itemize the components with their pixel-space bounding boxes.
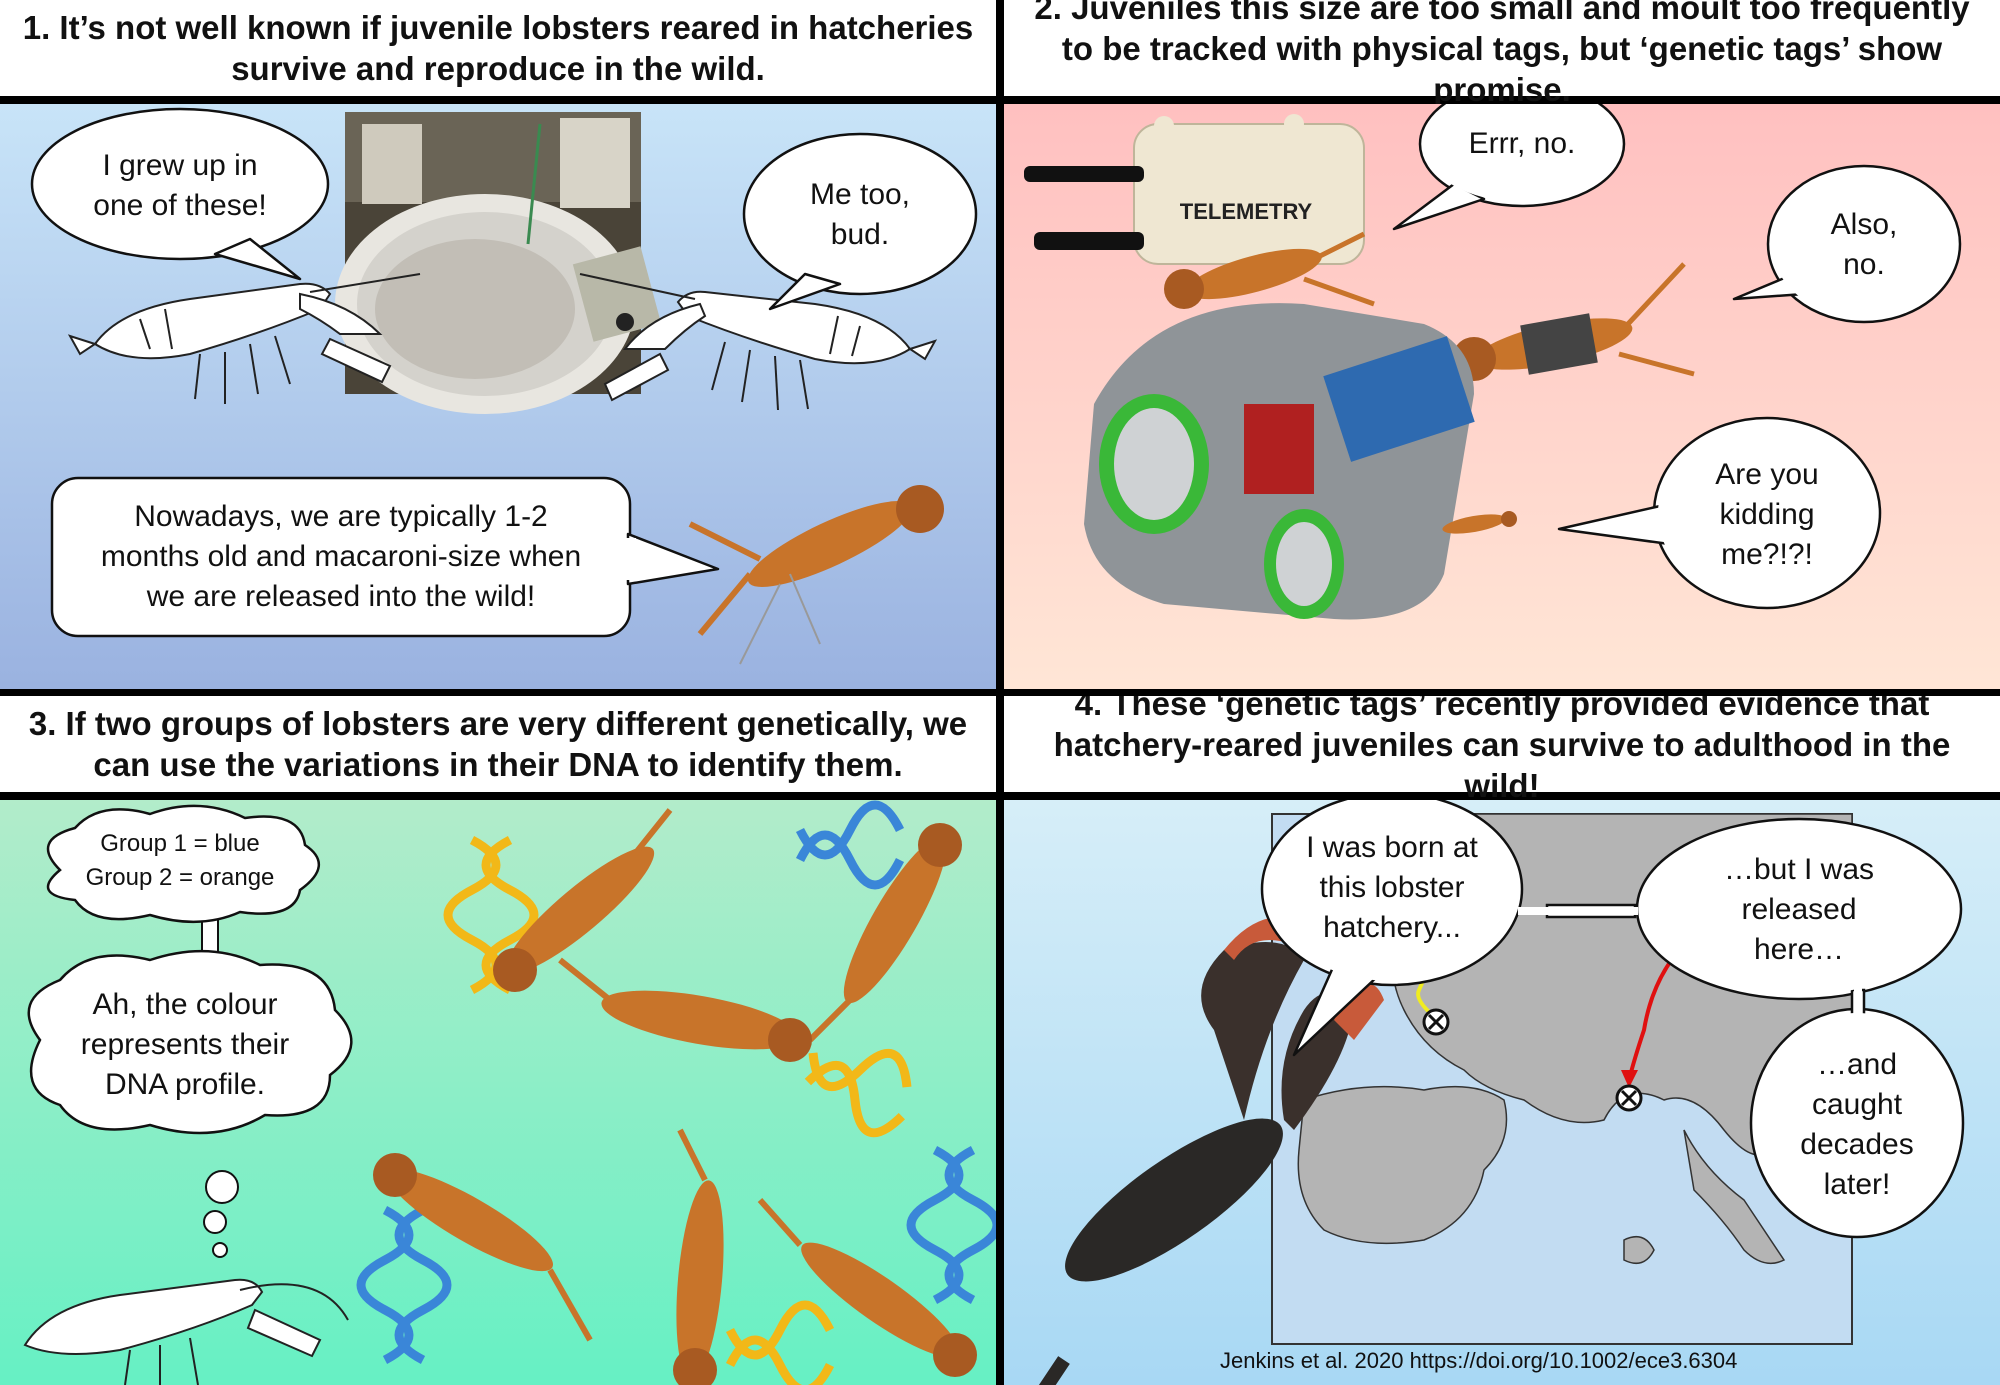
speech-text-also-no: Also, no. [1830,208,1898,281]
thought-cloud-2 [27,949,353,1135]
juvenile-lobster-1 [1164,231,1375,309]
panel-3-art [23,800,996,1385]
panel-1-scene: I grew up in one of these! Me too, bud. … [0,104,996,689]
panel-4-title: 4. These ‘genetic tags’ recently provide… [1004,696,2000,804]
lobster-sketch-right [579,273,938,411]
x-marker-hatchery [1422,1008,1450,1036]
lobster-sketch [23,1278,349,1385]
lobster-sketch-left [67,273,421,404]
thought-cloud-1 [46,804,321,923]
juvenile-lobster [493,808,673,992]
panel-1-art [30,107,978,665]
citation: Jenkins et al. 2020 https://doi.org/10.1… [1220,1348,1738,1373]
telemetry-label: TELEMETRY [1180,199,1313,224]
juvenile-lobster [807,823,962,1043]
panel-2-scene: TELEMETRY [1004,104,2000,689]
speech-text-kidding: Are you kidding me?!?! [1715,458,1819,571]
juvenile-lobster [688,485,944,665]
juvenile-lobster [757,1198,977,1377]
panel-dna: 3. If two groups of lobsters are very di… [0,696,996,1385]
speech-text-nowadays: Nowadays, we are typically 1-2 months ol… [100,500,582,613]
dna-helix-blue [356,1206,452,1364]
x-marker-capture [1615,1084,1643,1112]
panel-3-scene: Group 1 = blue Group 2 = orange Ah, the … [0,800,996,1385]
speech-text-grew-up: I grew up in one of these! [93,149,267,222]
large-tag-device [1084,303,1475,620]
juvenile-lobster-3 [1442,511,1517,534]
thought-text-groups: Group 1 = blue Group 2 = orange [85,830,275,891]
panel-1-title: 1. It’s not well known if juvenile lobst… [0,0,996,100]
speech-bubble-2 [742,132,978,296]
panel-2-art: TELEMETRY [1024,104,1962,620]
thought-dots [203,1170,239,1258]
juvenile-lobster [373,1153,593,1342]
speech-text-caught: …and caught decades later! [1800,1048,1914,1201]
dna-helix-orange [804,1048,912,1138]
thought-text-colour: Ah, the colour represents their DNA prof… [80,988,290,1101]
speech-text-released: …but I was released here… [1723,853,1875,966]
juvenile-lobster-2 [1452,262,1695,381]
panel-2-title: 2. Juveniles this size are too small and… [1004,0,2000,108]
speech-text-born: I was born at this lobster hatchery... [1306,831,1478,944]
dna-helix-blue [906,1146,996,1304]
dna-helix-orange [725,1300,835,1385]
adult-lobster [1038,916,1384,1385]
panel-4-scene: I was born at this lobster hatchery... …… [1004,800,2000,1385]
panel-4-art [1038,800,1965,1385]
speech-bubble-1 [30,107,330,261]
speech-text-errr-no: Errr, no. [1468,127,1576,160]
panel-evidence: 4. These ‘genetic tags’ recently provide… [1004,696,2000,1385]
hatchery-tank-photo [335,112,662,414]
juvenile-lobster [673,1128,724,1385]
panel-tags: 2. Juveniles this size are too small and… [1004,0,2000,689]
speech-text-me-too: Me too, bud. [809,178,911,251]
telemetry-tag [1024,114,1365,265]
panel-3-title: 3. If two groups of lobsters are very di… [0,696,996,796]
panel-hatchery: 1. It’s not well known if juvenile lobst… [0,0,996,689]
juvenile-lobster [558,957,812,1062]
dna-helix-blue [795,800,905,890]
